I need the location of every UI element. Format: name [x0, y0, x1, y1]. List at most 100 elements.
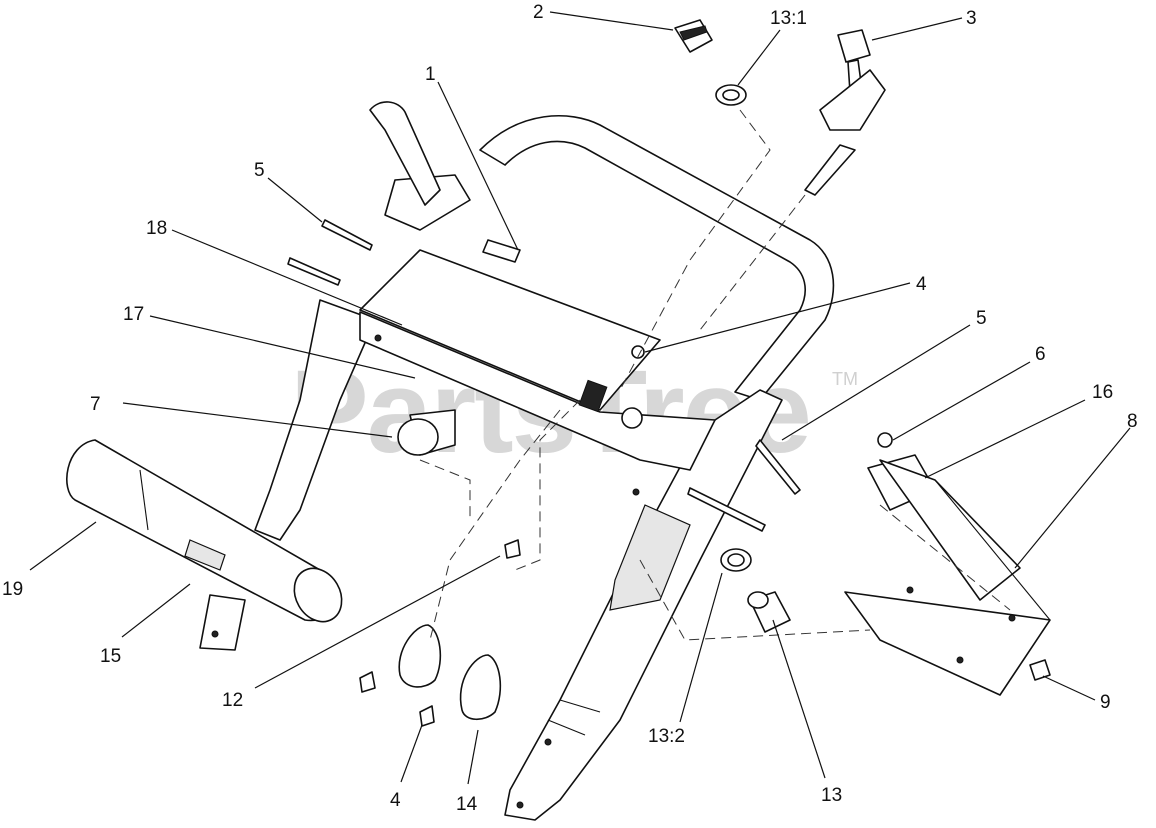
- handle-hole: [544, 738, 552, 746]
- clamp: [459, 654, 502, 721]
- bolt: [321, 219, 373, 251]
- clamp-screw: [419, 705, 435, 727]
- leader-lines: [29, 11, 1131, 785]
- callout-2: 2: [533, 2, 544, 23]
- callout-4-bottom: 4: [390, 790, 401, 811]
- assembly-line: [619, 109, 771, 391]
- flange-nut: [1029, 659, 1051, 681]
- throttle-cable: [804, 144, 856, 196]
- leader-line: [267, 177, 323, 223]
- callout-15: 15: [100, 646, 121, 667]
- handle-loop: [479, 115, 835, 401]
- throttle-bracket: [819, 69, 886, 131]
- leader-line: [924, 399, 1086, 479]
- callout-19: 19: [2, 579, 23, 600]
- callout-5-right: 5: [976, 308, 987, 329]
- callout-14: 14: [456, 794, 478, 815]
- key-label: [679, 25, 708, 41]
- assembly-lines: [419, 109, 1011, 641]
- bracket-hole: [906, 586, 914, 594]
- clamp: [398, 624, 442, 688]
- roller-end: [293, 567, 343, 623]
- bracket-hole: [1008, 614, 1016, 622]
- callout-18: 18: [146, 218, 167, 239]
- control-panel-bracket: [359, 311, 716, 471]
- callout-3: 3: [966, 8, 977, 29]
- relay-nut: [877, 432, 893, 448]
- assembly-line: [514, 399, 581, 571]
- choke-knob: [397, 409, 456, 456]
- callout-8: 8: [1127, 411, 1138, 432]
- mount-hole: [211, 630, 219, 638]
- leader-line: [1042, 675, 1096, 701]
- leader-line: [149, 315, 416, 379]
- choke-cap: [397, 418, 439, 456]
- throttle-control: [804, 29, 886, 196]
- leader-line: [254, 555, 501, 689]
- panel-hole: [621, 407, 643, 429]
- callout-16: 7: [90, 394, 101, 415]
- bracket-hole: [956, 656, 964, 664]
- lock-nut-body: [504, 539, 521, 559]
- leader-line: [644, 282, 911, 353]
- switch-face: [747, 591, 769, 609]
- hose-clamps: [359, 624, 502, 727]
- callout-4-top: 4: [916, 274, 927, 295]
- control-panel: [359, 239, 716, 496]
- callout-6: 6: [1035, 344, 1046, 365]
- assembly-line: [429, 409, 561, 641]
- assembly-line: [419, 459, 471, 520]
- callout-1: 1: [425, 64, 436, 85]
- panel-slot: [578, 379, 608, 413]
- roller-seam: [139, 469, 149, 531]
- bolt-set: [287, 219, 801, 532]
- ignition-switch: [720, 548, 791, 633]
- leader-line: [121, 583, 191, 638]
- handle-detail-line: [547, 699, 601, 736]
- handle-sleeve: [609, 504, 691, 611]
- callout-17: 17: [123, 304, 144, 325]
- handle-left-lower-tube: [254, 299, 376, 541]
- roller-mount-arm: [199, 594, 246, 651]
- roller-label: [184, 539, 226, 571]
- leader-line: [871, 17, 963, 41]
- switch-washer-hole: [727, 553, 745, 567]
- leader-line: [549, 11, 674, 31]
- leader-line: [892, 361, 1031, 441]
- leader-line: [1014, 427, 1131, 569]
- mounting-bracket-base: [844, 591, 1051, 696]
- leader-line: [122, 402, 393, 438]
- clamp-screw: [359, 671, 376, 693]
- callout-13-2: 13:2: [648, 726, 685, 747]
- control-panel-top-plate: [359, 249, 661, 411]
- leader-line: [171, 229, 403, 326]
- leader-line: [29, 521, 97, 571]
- callout-12: 12: [222, 690, 243, 711]
- callout-13-1: 13:1: [770, 8, 807, 29]
- leader-line: [437, 81, 519, 251]
- electrical-box: [844, 432, 1051, 696]
- leader-line: [781, 324, 971, 441]
- throttle-knob: [837, 29, 871, 63]
- panel-nut: [631, 345, 645, 359]
- callout-9: 9: [1100, 692, 1111, 713]
- lock-nut: [504, 539, 521, 559]
- watermark-trademark: TM: [832, 369, 858, 389]
- ignition-key: [674, 19, 713, 53]
- callout-7: 16: [1092, 382, 1113, 403]
- leader-line: [400, 724, 423, 783]
- assembly-line: [879, 504, 1011, 611]
- leader-line: [772, 619, 826, 779]
- bracket-edge: [934, 479, 1051, 621]
- handle-frame: [254, 101, 835, 821]
- nut-inner: [722, 89, 740, 101]
- leader-line: [467, 729, 479, 785]
- decal-plate: [482, 239, 521, 263]
- bolt: [687, 487, 766, 532]
- panel-bolt-hole: [632, 488, 640, 496]
- handle-left-grip: [369, 101, 441, 206]
- assembly-line: [639, 559, 871, 641]
- leader-line: [679, 572, 723, 723]
